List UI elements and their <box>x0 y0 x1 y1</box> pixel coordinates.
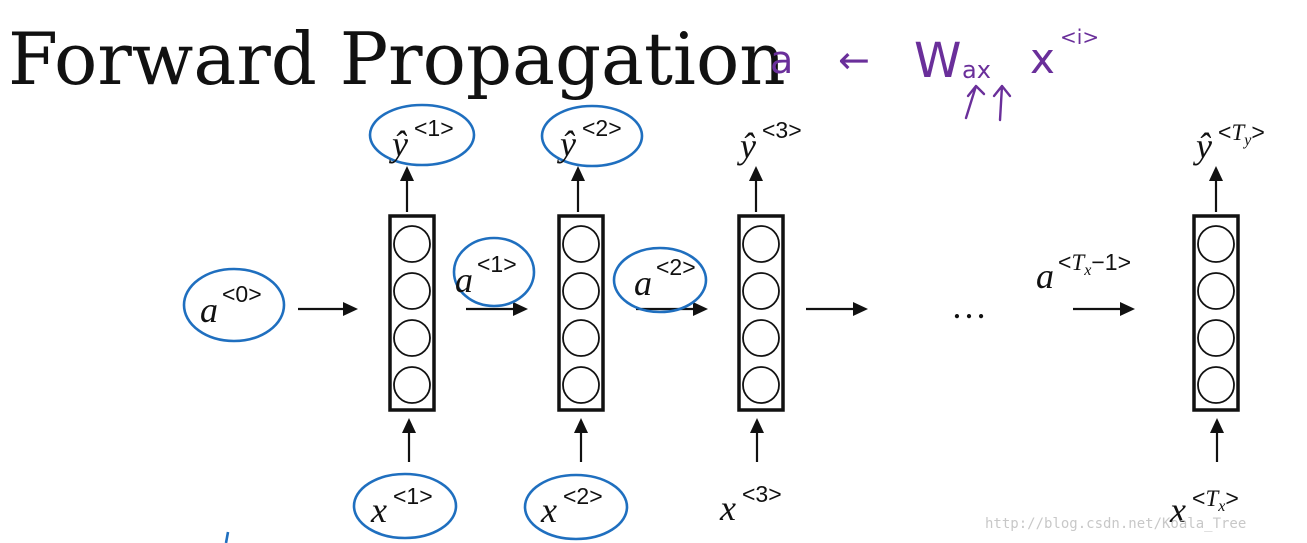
arrow-out-2 <box>571 166 585 212</box>
arrow-in-last <box>1210 418 1224 462</box>
svg-text:ŷ: ŷ <box>389 124 408 164</box>
svg-text:a: a <box>200 290 218 330</box>
hw-arrow: ← <box>838 38 870 82</box>
svg-text:x: x <box>1169 490 1186 530</box>
svg-text:<3>: <3> <box>762 117 802 143</box>
annotation-circle-y2 <box>540 104 644 168</box>
label-a2: a <2> <box>634 254 696 303</box>
annotation-circle-y1 <box>368 103 476 167</box>
svg-text:ŷ: ŷ <box>557 124 576 164</box>
label-a1: a <1> <box>455 251 517 300</box>
hw-w: W <box>914 33 961 89</box>
hw-x: x <box>1030 34 1055 83</box>
arrow-a2 <box>636 302 708 316</box>
svg-text:<1>: <1> <box>414 115 454 141</box>
rnn-cell-1 <box>388 214 436 412</box>
arrow-in-2 <box>574 418 588 462</box>
annotation-circle-x2 <box>523 473 629 541</box>
svg-text:ŷ: ŷ <box>1193 126 1212 166</box>
hw-pointer-arrow <box>992 84 1012 122</box>
svg-text:x: x <box>540 490 557 530</box>
svg-text:a: a <box>455 260 473 300</box>
svg-text:<0>: <0> <box>222 281 262 307</box>
arrow-out-1 <box>400 166 414 212</box>
svg-text:<Ty>: <Ty> <box>1218 119 1265 149</box>
svg-text:<2>: <2> <box>656 254 696 280</box>
svg-text:<1>: <1> <box>393 483 433 509</box>
label-y3: ŷ <3> <box>737 117 802 166</box>
svg-text:<2>: <2> <box>582 115 622 141</box>
svg-text:a: a <box>1036 256 1054 296</box>
svg-text:a: a <box>634 263 652 303</box>
slide-title: Forward Propagation <box>8 17 786 101</box>
annotation-circle-x1 <box>352 472 458 540</box>
watermark: http://blog.csdn.net/Koala_Tree <box>985 516 1246 532</box>
svg-text:<3>: <3> <box>742 481 782 507</box>
annotation-circle-a0 <box>182 267 286 343</box>
annotation-circle-a1 <box>452 236 536 308</box>
hw-a: a <box>770 38 793 82</box>
label-aTx: a <Tx−1> <box>1036 249 1131 296</box>
label-x3: x <3> <box>719 481 782 528</box>
svg-text:ŷ: ŷ <box>737 126 756 166</box>
label-x2: x <2> <box>540 483 603 530</box>
arrow-in-1 <box>402 418 416 462</box>
label-y2: ŷ <2> <box>557 115 622 164</box>
svg-text:<Tx>: <Tx> <box>1192 485 1239 515</box>
label-y1: ŷ <1> <box>389 115 454 164</box>
svg-text:<1>: <1> <box>477 251 517 277</box>
handwritten-equation: a ← W ax x <i> <box>770 25 1099 122</box>
svg-text:<2>: <2> <box>563 483 603 509</box>
svg-text:<Tx−1>: <Tx−1> <box>1058 249 1131 279</box>
arrow-out-last <box>1209 166 1223 212</box>
arrow-a1 <box>466 302 528 316</box>
label-yTy: ŷ <Ty> <box>1193 119 1265 166</box>
hw-w-sub: ax <box>962 56 991 84</box>
label-x1: x <1> <box>370 483 433 530</box>
arrow-aTx <box>1073 302 1135 316</box>
arrow-out-3 <box>749 166 763 212</box>
annotation-stroke <box>224 531 230 543</box>
rnn-cell-2 <box>557 214 605 412</box>
svg-text:x: x <box>370 490 387 530</box>
arrow-a3 <box>806 302 868 316</box>
hw-x-sup: <i> <box>1060 25 1099 49</box>
ellipsis: … <box>951 286 987 326</box>
rnn-cell-last <box>1192 214 1240 412</box>
arrow-a0 <box>298 302 358 316</box>
arrow-in-3 <box>750 418 764 462</box>
annotation-circle-a2 <box>612 246 708 314</box>
svg-text:x: x <box>719 488 736 528</box>
label-a0: a <0> <box>200 281 262 330</box>
label-xTx: x <Tx> <box>1169 485 1239 530</box>
hw-pointer-arrow <box>964 84 986 120</box>
rnn-cell-3 <box>737 214 785 412</box>
